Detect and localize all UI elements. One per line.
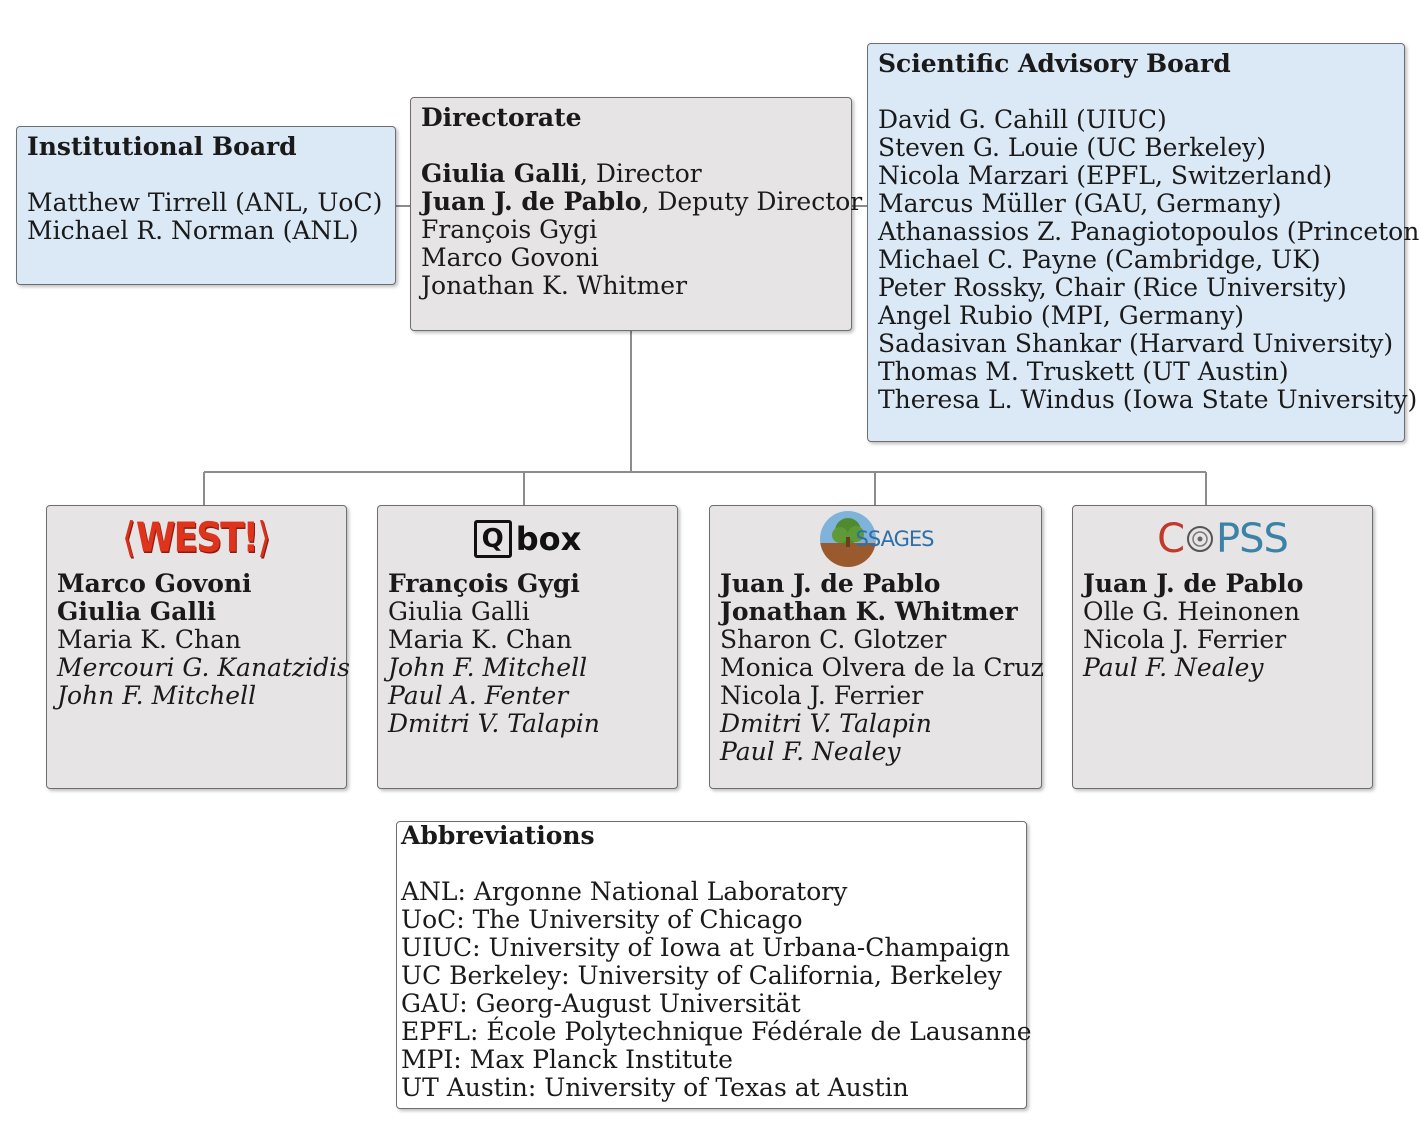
- institutional-member: Michael R. Norman (ANL): [27, 216, 359, 245]
- code-collaborator: John F. Mitchell: [57, 681, 257, 710]
- abbreviations-title: Abbreviations: [401, 821, 595, 850]
- deputy-role: , Deputy Director: [641, 187, 863, 216]
- code-member: Maria K. Chan: [388, 625, 573, 654]
- abbreviation-item: GAU: Georg-August Universität: [401, 989, 801, 1018]
- code-collaborator: Mercouri G. Kanatzidis: [57, 653, 350, 682]
- director-line: Giulia Galli, Director: [421, 160, 841, 188]
- advisory-member: Theresa L. Windus (Iowa State University…: [878, 385, 1418, 414]
- abbreviation-item: UIUC: University of Iowa at Urbana-Champ…: [401, 933, 1011, 962]
- code-west: ⟨WEST!⟩ Marco Govoni Giulia Galli Maria …: [46, 505, 350, 789]
- advisory-member: Nicola Marzari (EPFL, Switzerland): [878, 161, 1333, 190]
- directorate-member: Jonathan K. Whitmer: [421, 271, 688, 300]
- institutional-member: Matthew Tirrell (ANL, UoC): [27, 188, 383, 217]
- abbreviation-item: MPI: Max Planck Institute: [401, 1045, 733, 1074]
- qbox-q-icon: Q: [473, 520, 512, 558]
- code-collaborator: John F. Mitchell: [388, 653, 588, 682]
- code-copss: C PSS Juan J. de Pablo Olle G. Heinonen …: [1072, 505, 1373, 789]
- directorate-title: Directorate: [421, 103, 582, 132]
- abbreviation-item: UC Berkeley: University of California, B…: [401, 961, 1002, 990]
- code-lead: Marco Govoni: [57, 569, 252, 598]
- abbreviation-item: EPFL: École Polytechnique Fédérale de La…: [401, 1017, 1032, 1046]
- institutional-board-title: Institutional Board: [27, 132, 297, 161]
- deputy-line: Juan J. de Pablo, Deputy Director: [421, 187, 862, 216]
- abbreviation-item: UT Austin: University of Texas at Austin: [401, 1073, 909, 1102]
- advisory-board: Scientific Advisory Board David G. Cahil…: [867, 43, 1421, 442]
- code-lead: Juan J. de Pablo: [720, 569, 941, 598]
- code-member: Maria K. Chan: [57, 625, 242, 654]
- code-member: Sharon C. Glotzer: [720, 625, 947, 654]
- abbreviation-item: ANL: Argonne National Laboratory: [401, 877, 848, 906]
- west-logo: ⟨WEST!⟩: [121, 514, 272, 562]
- code-member: Nicola J. Ferrier: [1083, 625, 1287, 654]
- institutional-board: Institutional Board Matthew Tirrell (ANL…: [16, 126, 396, 285]
- code-collaborator: Paul A. Fenter: [388, 681, 569, 710]
- code-member: Olle G. Heinonen: [1083, 597, 1300, 626]
- abbreviation-item: UoC: The University of Chicago: [401, 905, 803, 934]
- code-collaborator: Paul F. Nealey: [720, 737, 901, 766]
- abbreviations: Abbreviations ANL: Argonne National Labo…: [396, 821, 1032, 1109]
- code-collaborator: Dmitri V. Talapin: [720, 709, 932, 738]
- advisory-member: Steven G. Louie (UC Berkeley): [878, 133, 1267, 162]
- director-role: , Director: [579, 159, 702, 188]
- code-collaborator: Dmitri V. Talapin: [388, 709, 600, 738]
- advisory-member: Angel Rubio (MPI, Germany): [878, 301, 1245, 330]
- code-lead: François Gygi: [388, 569, 580, 598]
- code-lead: Juan J. de Pablo: [1083, 569, 1304, 598]
- code-lead: Giulia Galli: [57, 597, 216, 626]
- code-member: Monica Olvera de la Cruz: [720, 653, 1044, 682]
- advisory-member: Thomas M. Truskett (UT Austin): [878, 357, 1289, 386]
- ssages-logo: SSAGES: [720, 511, 1031, 567]
- directorate-member: Marco Govoni: [421, 243, 599, 272]
- code-lead: Jonathan K. Whitmer: [720, 597, 1018, 626]
- code-ssages: SSAGES Juan J. de Pablo Jonathan K. Whit…: [709, 505, 1044, 789]
- code-member: Nicola J. Ferrier: [720, 681, 924, 710]
- director-name: Giulia Galli: [421, 159, 580, 188]
- advisory-member: Michael C. Payne (Cambridge, UK): [878, 245, 1321, 274]
- west-logo-text: WEST!: [135, 514, 259, 562]
- advisory-member: David G. Cahill (UIUC): [878, 105, 1167, 134]
- deputy-name: Juan J. de Pablo: [421, 187, 642, 216]
- code-collaborator: Paul F. Nealey: [1083, 653, 1264, 682]
- advisory-member: Sadasivan Shankar (Harvard University): [878, 329, 1394, 358]
- advisory-board-title: Scientific Advisory Board: [878, 49, 1231, 78]
- copss-logo-text: PSS: [1216, 516, 1289, 562]
- ssages-tree-icon: [819, 511, 876, 567]
- qbox-logo-text: box: [515, 520, 582, 558]
- code-member: Giulia Galli: [388, 597, 530, 626]
- advisory-member: Athanassios Z. Panagiotopoulos (Princeto…: [878, 217, 1421, 246]
- copss-gear-icon: [1187, 526, 1214, 552]
- advisory-member: Peter Rossky, Chair (Rice University): [878, 273, 1347, 302]
- advisory-member: Marcus Müller (GAU, Germany): [878, 189, 1282, 218]
- copss-logo: C PSS: [1157, 516, 1289, 562]
- ssages-logo-text: SSAGES: [855, 527, 935, 551]
- directorate: Directorate Giulia Galli, Director Juan …: [410, 97, 862, 331]
- directorate-member: François Gygi: [421, 215, 598, 244]
